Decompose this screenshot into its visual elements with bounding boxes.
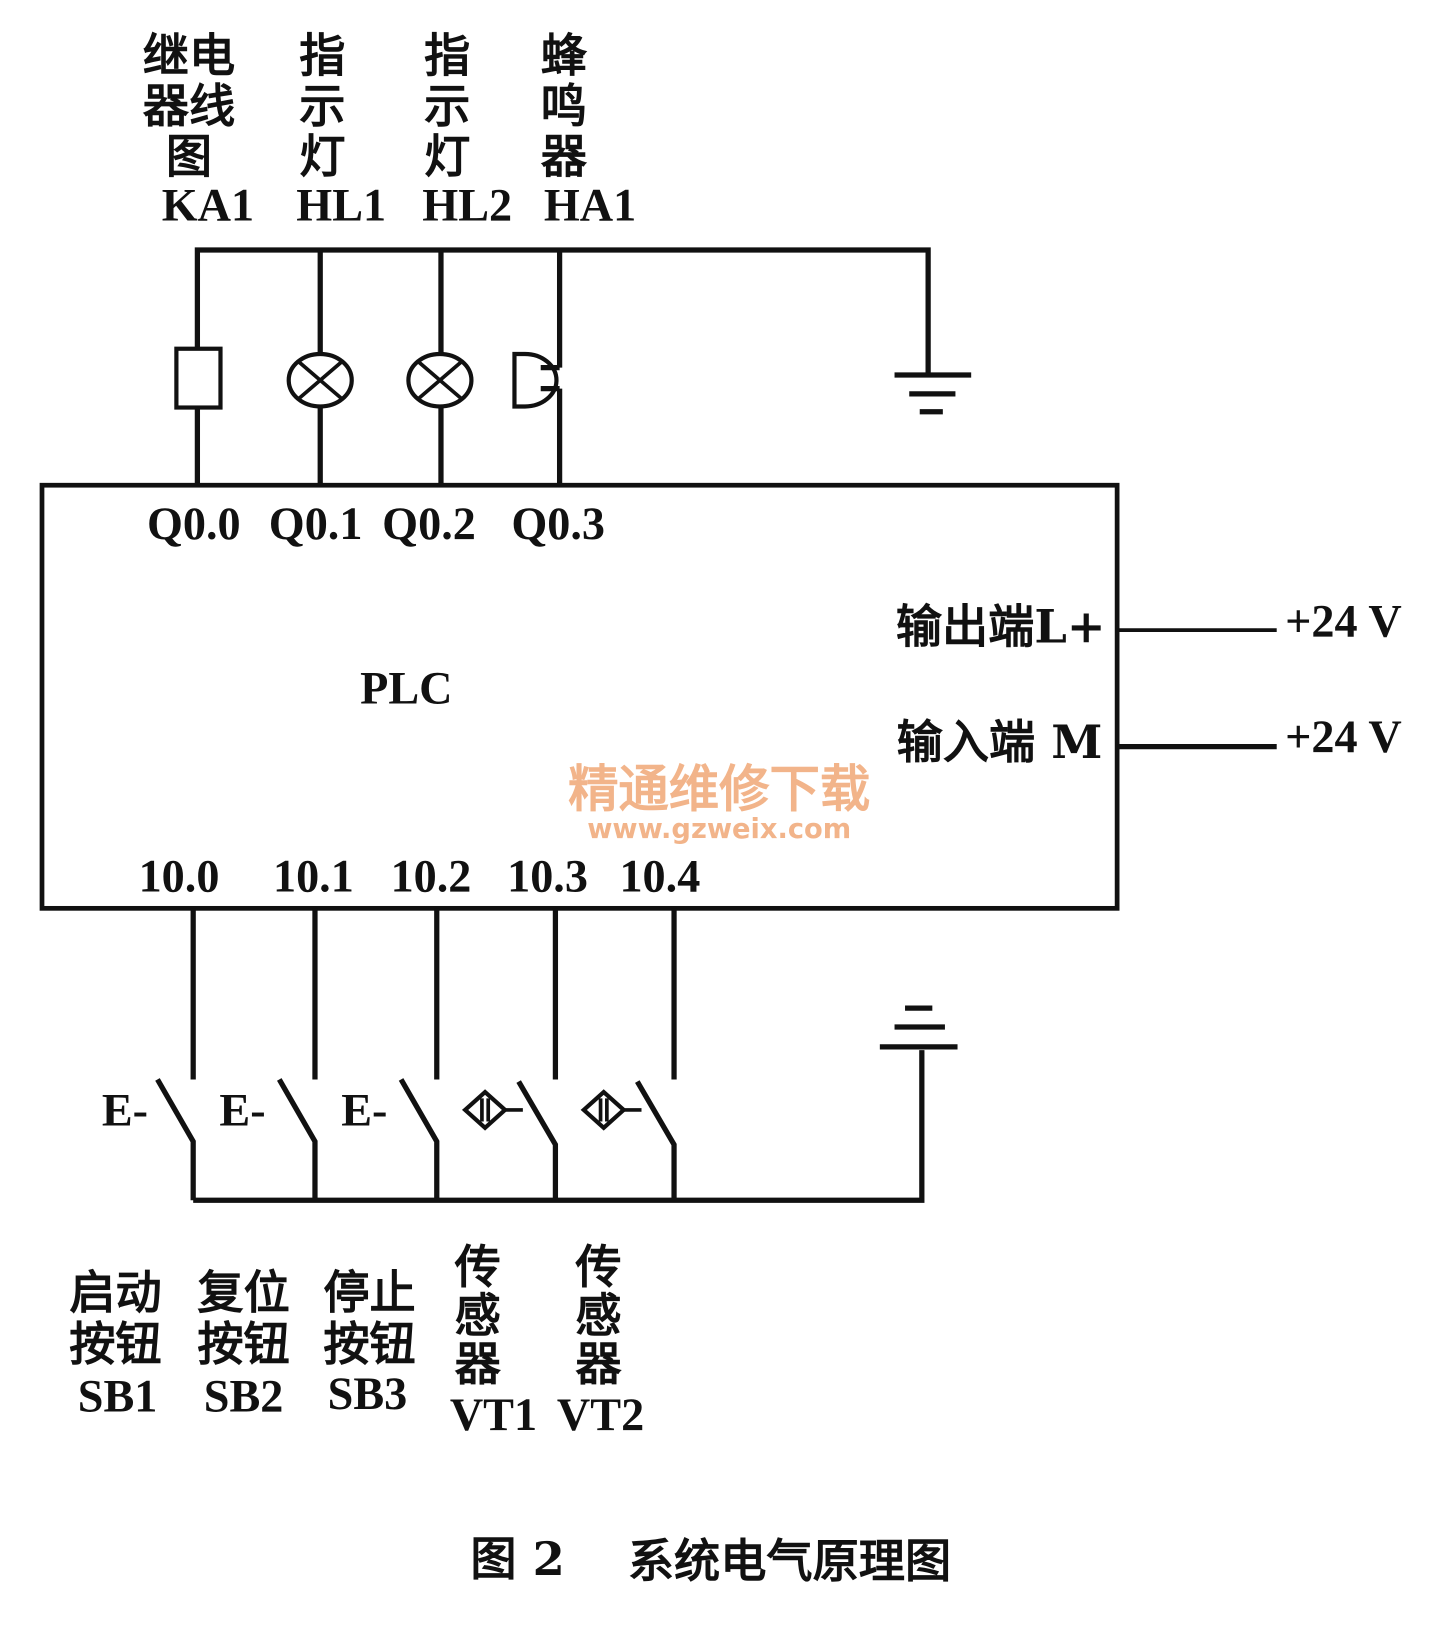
input-circuit: E- E- E- [102, 908, 958, 1203]
terminal-i0-3: 10.3 [507, 851, 588, 902]
label-vt2-line1: 传 [574, 1240, 621, 1294]
terminal-i0-0: 10.0 [139, 851, 220, 902]
terminal-q0-3: Q0.3 [511, 498, 605, 549]
label-sb1-line2: 按钮 [69, 1317, 161, 1371]
watermark-title: 精通维修下载 [568, 760, 870, 819]
label-hl1-line2: 示 [299, 79, 345, 133]
pushbutton-symbol: E- [102, 1085, 148, 1136]
pushbutton-symbol: E- [341, 1085, 387, 1136]
label-ka1-line1: 继电 [143, 29, 235, 83]
label-hl1-line3: 灯 [299, 129, 345, 183]
sensor-icon [580, 1089, 642, 1131]
label-sb2-code: SB2 [204, 1370, 284, 1421]
label-ka1-code: KA1 [162, 180, 254, 231]
terminal-i0-4: 10.4 [619, 851, 700, 902]
label-ha1-code: HA1 [544, 180, 636, 231]
label-vt1-line2: 感 [455, 1288, 501, 1342]
label-sb3-line2: 按钮 [323, 1317, 415, 1371]
watermark-url: www.gzweix.com [587, 814, 851, 845]
ground-icon [894, 372, 972, 415]
terminal-i0-1: 10.1 [273, 851, 354, 902]
input-port-label: 输入端 M [897, 715, 1103, 769]
label-vt2-line2: 感 [575, 1288, 621, 1342]
label-ka1-line3: 图 [166, 129, 212, 183]
label-vt1-line3: 器 [455, 1337, 502, 1391]
label-sb1-line1: 启动 [69, 1265, 161, 1319]
input-voltage: +24 V [1285, 711, 1402, 762]
pushbutton-symbol: E- [219, 1085, 265, 1136]
figure-number: 图 2 [470, 1532, 564, 1586]
label-sb2-line2: 按钮 [197, 1317, 289, 1371]
lamp-icon [406, 351, 474, 409]
label-hl1-code: HL1 [296, 180, 386, 231]
terminal-q0-2: Q0.2 [382, 498, 476, 549]
output-device-labels: 继电 器线 图 KA1 指 示 灯 HL1 指 示 灯 HL2 蜂 鸣 器 HA… [143, 29, 636, 231]
label-ha1-line1: 蜂 [541, 29, 588, 83]
terminal-i0-2: 10.2 [391, 851, 472, 902]
label-vt1-code: VT1 [450, 1389, 537, 1440]
label-ha1-line2: 鸣 [541, 79, 587, 133]
label-hl2-code: HL2 [422, 180, 512, 231]
terminal-q0-0: Q0.0 [147, 498, 241, 549]
output-voltage: +24 V [1285, 595, 1402, 646]
terminal-q0-1: Q0.1 [269, 498, 363, 549]
label-sb3-code: SB3 [328, 1368, 408, 1419]
label-vt1-line1: 传 [454, 1240, 501, 1294]
label-sb2-line1: 复位 [197, 1265, 289, 1319]
plc-block [39, 482, 1120, 911]
label-hl2-line2: 示 [424, 79, 470, 133]
label-hl1-line1: 指 [299, 29, 345, 83]
label-hl2-line3: 灯 [424, 129, 470, 183]
input-device-labels: 启动 按钮 SB1 复位 按钮 SB2 停止 按钮 SB3 传 感 器 VT1 … [69, 1240, 644, 1440]
output-circuit [174, 247, 972, 484]
lamp-icon [286, 351, 354, 409]
label-hl2-line1: 指 [424, 29, 470, 83]
plc-label: PLC [360, 663, 452, 714]
figure-title: 系统电气原理图 [628, 1534, 951, 1588]
label-sb1-code: SB1 [78, 1370, 158, 1421]
relay-coil-icon [174, 346, 223, 410]
label-sb3-line1: 停止 [323, 1265, 415, 1319]
label-vt2-line3: 器 [575, 1337, 622, 1391]
label-vt2-code: VT2 [557, 1389, 644, 1440]
ground-icon [879, 1005, 958, 1050]
sensor-icon [461, 1089, 523, 1131]
label-ha1-line3: 器 [541, 129, 588, 183]
label-ka1-line2: 器线 [143, 79, 235, 133]
output-port-label: 输出端L+ [896, 600, 1106, 654]
buzzer-icon [512, 351, 564, 409]
